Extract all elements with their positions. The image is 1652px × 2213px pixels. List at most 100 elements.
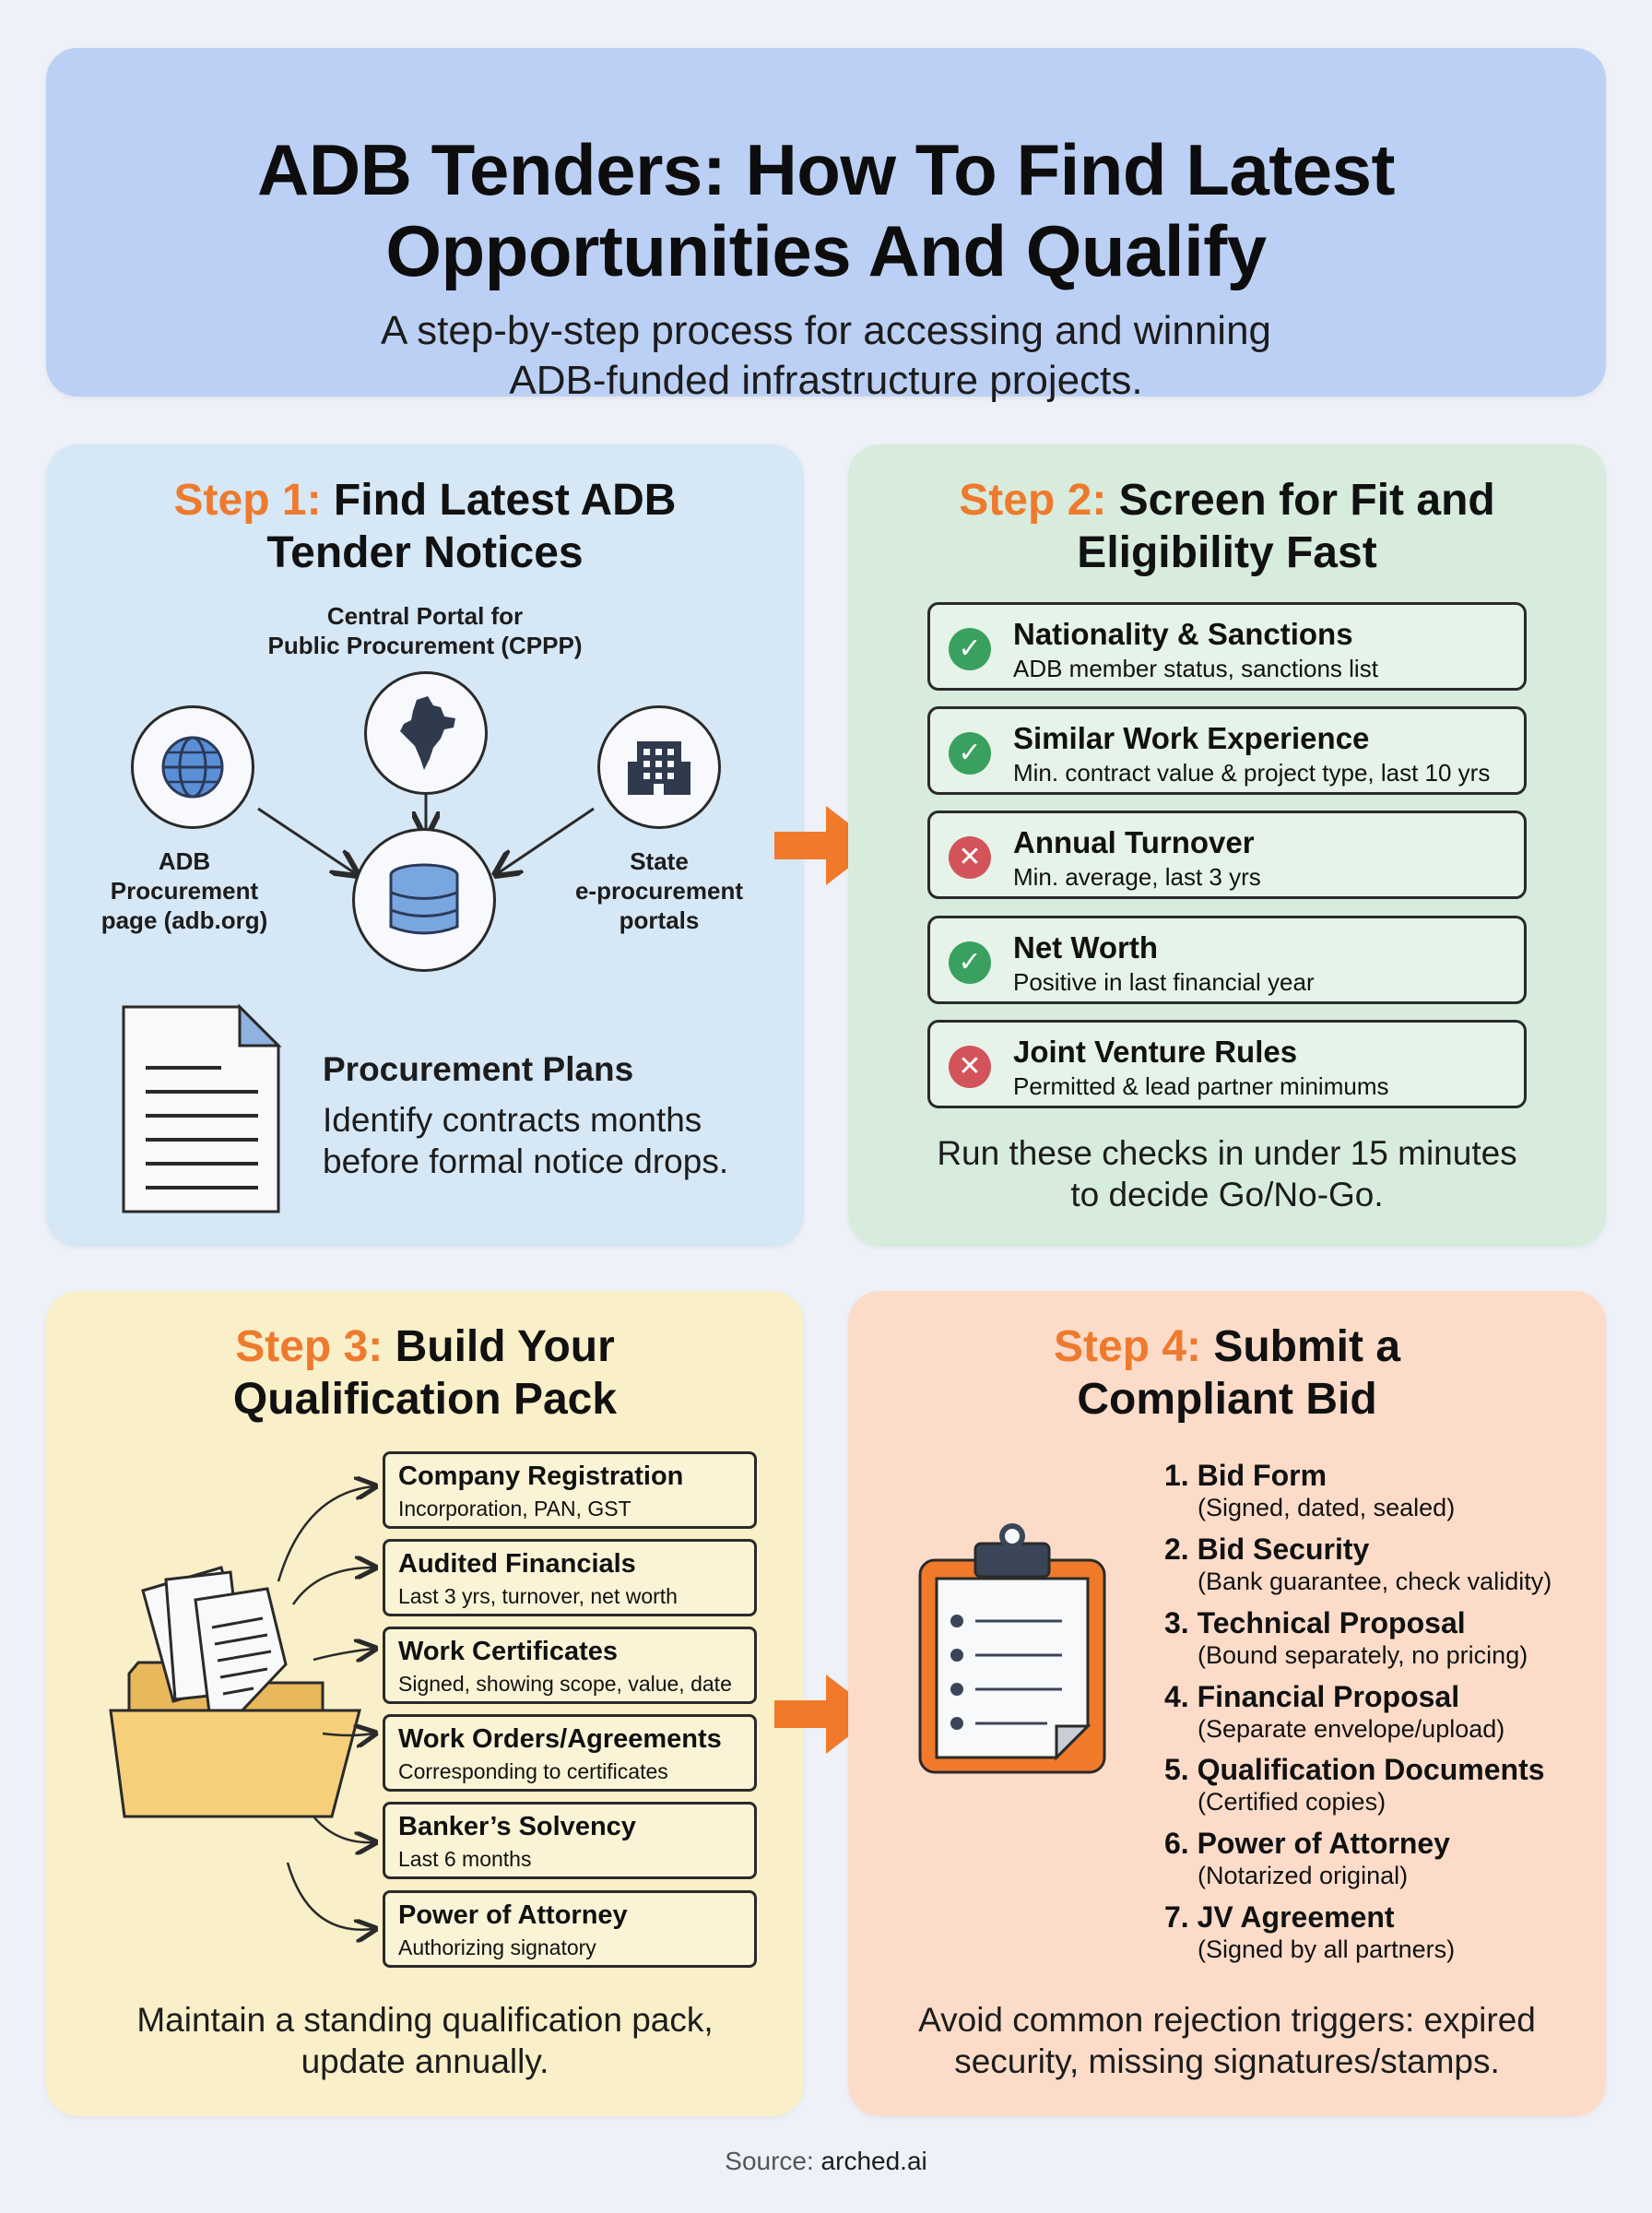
- database-circle: [352, 828, 496, 972]
- bid-checklist-item: 6. Power of Attorney (Notarized original…: [1164, 1826, 1588, 1890]
- check-item-subtitle: Min. average, last 3 yrs: [1013, 863, 1261, 891]
- check-item-title: Nationality & Sanctions: [1013, 617, 1353, 651]
- step3-label: Step 3:: [235, 1322, 384, 1371]
- bid-item-title: 2. Bid Security: [1164, 1533, 1370, 1566]
- doc-item-title: Audited Financials: [398, 1549, 636, 1579]
- bid-item-subtitle: (Certified copies): [1198, 1788, 1386, 1816]
- bid-item-title: 4. Financial Proposal: [1164, 1680, 1460, 1713]
- bid-item-subtitle: (Signed by all partners): [1198, 1935, 1456, 1963]
- bid-item-title: 5. Qualification Documents: [1164, 1753, 1545, 1786]
- step2-title: Step 2: Screen for Fit and Eligibility F…: [848, 474, 1606, 579]
- adb-portal-label: ADB Procurement page (adb.org): [92, 846, 277, 935]
- source-value: arched.ai: [820, 2147, 927, 2175]
- state-portal-label-line2: e-procurement: [574, 877, 744, 905]
- bid-item-title: 7. JV Agreement: [1164, 1900, 1395, 1934]
- step1-title: Step 1: Find Latest ADB Tender Notices: [46, 474, 804, 579]
- step3-footer: Maintain a standing qualification pack, …: [46, 1999, 804, 2082]
- state-portal-label-line3: portals: [619, 906, 700, 934]
- document-connector-arrows: [277, 1291, 804, 2116]
- bid-checklist-item: 7. JV Agreement (Signed by all partners): [1164, 1899, 1588, 1964]
- source-credit: Source: arched.ai: [0, 2146, 1652, 2177]
- bid-item-subtitle: (Notarized original): [1198, 1862, 1409, 1889]
- source-label: Source:: [725, 2147, 814, 2175]
- bid-item-subtitle: (Separate envelope/upload): [1198, 1715, 1505, 1743]
- step2-footer-line1: Run these checks in under 15 minutes: [937, 1134, 1517, 1172]
- procurement-plans-title: Procurement Plans: [323, 1050, 634, 1088]
- page-subtitle-line1: A step-by-step process for accessing and…: [380, 308, 1272, 353]
- building-icon: [628, 741, 690, 795]
- bid-item-title: 6. Power of Attorney: [1164, 1827, 1450, 1860]
- cppp-circle: [364, 671, 488, 795]
- pass-check-icon: ✓: [949, 628, 991, 670]
- adb-portal-label-line3: page (adb.org): [100, 906, 268, 934]
- step3-footer-line1: Maintain a standing qualification pack,: [136, 2001, 714, 2039]
- bid-checklist-item: 5. Qualification Documents (Certified co…: [1164, 1752, 1588, 1817]
- step4-title: Step 4: Submit a Compliant Bid: [848, 1320, 1606, 1426]
- step3-title-line1: Build Your: [395, 1322, 615, 1371]
- step4-footer-line2: security, missing signatures/stamps.: [954, 2042, 1500, 2080]
- step3-footer-line2: update annually.: [301, 2042, 549, 2080]
- state-portal-label: State e-procurement portals: [567, 846, 751, 935]
- doc-item-title: Company Registration: [398, 1462, 684, 1491]
- doc-item-title: Power of Attorney: [398, 1900, 628, 1930]
- header-banner: ADB Tenders: How To Find Latest Opportun…: [46, 48, 1606, 403]
- bid-item-subtitle: (Bank guarantee, check validity): [1198, 1568, 1552, 1595]
- bid-item-subtitle: (Signed, dated, sealed): [1198, 1494, 1456, 1521]
- bid-checklist-item: 2. Bid Security (Bank guarantee, check v…: [1164, 1532, 1588, 1596]
- check-item: ✕ Joint Venture Rules Permitted & lead p…: [927, 1020, 1527, 1108]
- doc-item-subtitle: Corresponding to certificates: [398, 1759, 668, 1783]
- pass-check-icon: ✓: [949, 941, 991, 984]
- check-item: ✓ Similar Work Experience Min. contract …: [927, 706, 1527, 795]
- bid-checklist-item: 4. Financial Proposal (Separate envelope…: [1164, 1679, 1588, 1744]
- step2-label: Step 2:: [959, 476, 1107, 525]
- bid-checklist-item: 1. Bid Form (Signed, dated, sealed): [1164, 1458, 1588, 1522]
- step4-footer: Avoid common rejection triggers: expired…: [848, 1999, 1606, 2082]
- qualification-doc-item: Company Registration Incorporation, PAN,…: [383, 1451, 757, 1529]
- step4-title-line1: Submit a: [1213, 1322, 1401, 1371]
- page-subtitle-line2: ADB-funded infrastructure projects.: [509, 358, 1143, 403]
- procurement-plans-line2: before formal notice drops.: [323, 1142, 729, 1180]
- cppp-label: Central Portal for Public Procurement (C…: [241, 601, 609, 660]
- page-title-line1: ADB Tenders: How To Find Latest: [257, 129, 1395, 210]
- check-item-title: Annual Turnover: [1013, 825, 1255, 859]
- fail-cross-icon: ✕: [949, 836, 991, 879]
- step4-panel: Step 4: Submit a Compliant Bid 1. Bid Fo…: [848, 1291, 1606, 2116]
- qualification-doc-item: Banker’s Solvency Last 6 months: [383, 1802, 757, 1879]
- step4-title-line2: Compliant Bid: [1077, 1375, 1377, 1424]
- check-item-subtitle: Positive in last financial year: [1013, 968, 1315, 996]
- bid-item-title: 1. Bid Form: [1164, 1459, 1328, 1492]
- doc-item-subtitle: Last 3 yrs, turnover, net worth: [398, 1584, 678, 1608]
- step2-footer: Run these checks in under 15 minutes to …: [848, 1132, 1606, 1215]
- check-item-title: Net Worth: [1013, 930, 1159, 964]
- check-item-subtitle: ADB member status, sanctions list: [1013, 655, 1378, 682]
- check-item-title: Joint Venture Rules: [1013, 1035, 1298, 1069]
- check-item: ✓ Net Worth Positive in last financial y…: [927, 916, 1527, 1004]
- bid-item-title: 3. Technical Proposal: [1164, 1606, 1466, 1639]
- procurement-plans-line1: Identify contracts months: [323, 1101, 702, 1139]
- step3-title-line2: Qualification Pack: [232, 1375, 618, 1424]
- step1-label: Step 1:: [173, 476, 322, 525]
- step1-title-line1: Find Latest ADB: [333, 476, 677, 525]
- step2-title-line2: Eligibility Fast: [1077, 528, 1377, 577]
- database-icon: [389, 863, 459, 935]
- doc-item-title: Banker’s Solvency: [398, 1812, 636, 1841]
- fail-cross-icon: ✕: [949, 1046, 991, 1088]
- page-title-line2: Opportunities And Qualify: [385, 210, 1267, 291]
- document-icon: [122, 1003, 282, 1213]
- step1-title-line2: Tender Notices: [266, 528, 584, 577]
- doc-item-title: Work Orders/Agreements: [398, 1724, 722, 1754]
- page-subtitle: A step-by-step process for accessing and…: [46, 306, 1606, 406]
- step3-panel: Step 3: Build Your Qualification Pack: [46, 1291, 804, 2116]
- check-item-title: Similar Work Experience: [1013, 721, 1370, 755]
- cppp-label-line2: Public Procurement (CPPP): [267, 632, 583, 659]
- check-item: ✕ Annual Turnover Min. average, last 3 y…: [927, 811, 1527, 899]
- check-item-subtitle: Min. contract value & project type, last…: [1013, 759, 1491, 787]
- state-portal-circle: [597, 705, 721, 829]
- india-map-icon: [400, 696, 455, 770]
- adb-portal-label-line1: ADB: [158, 847, 211, 875]
- bid-checklist-item: 3. Technical Proposal (Bound separately,…: [1164, 1605, 1588, 1670]
- clipboard-icon: [918, 1523, 1106, 1774]
- qualification-doc-item: Audited Financials Last 3 yrs, turnover,…: [383, 1539, 757, 1616]
- adb-portal-circle: [131, 705, 254, 829]
- doc-item-subtitle: Incorporation, PAN, GST: [398, 1497, 631, 1521]
